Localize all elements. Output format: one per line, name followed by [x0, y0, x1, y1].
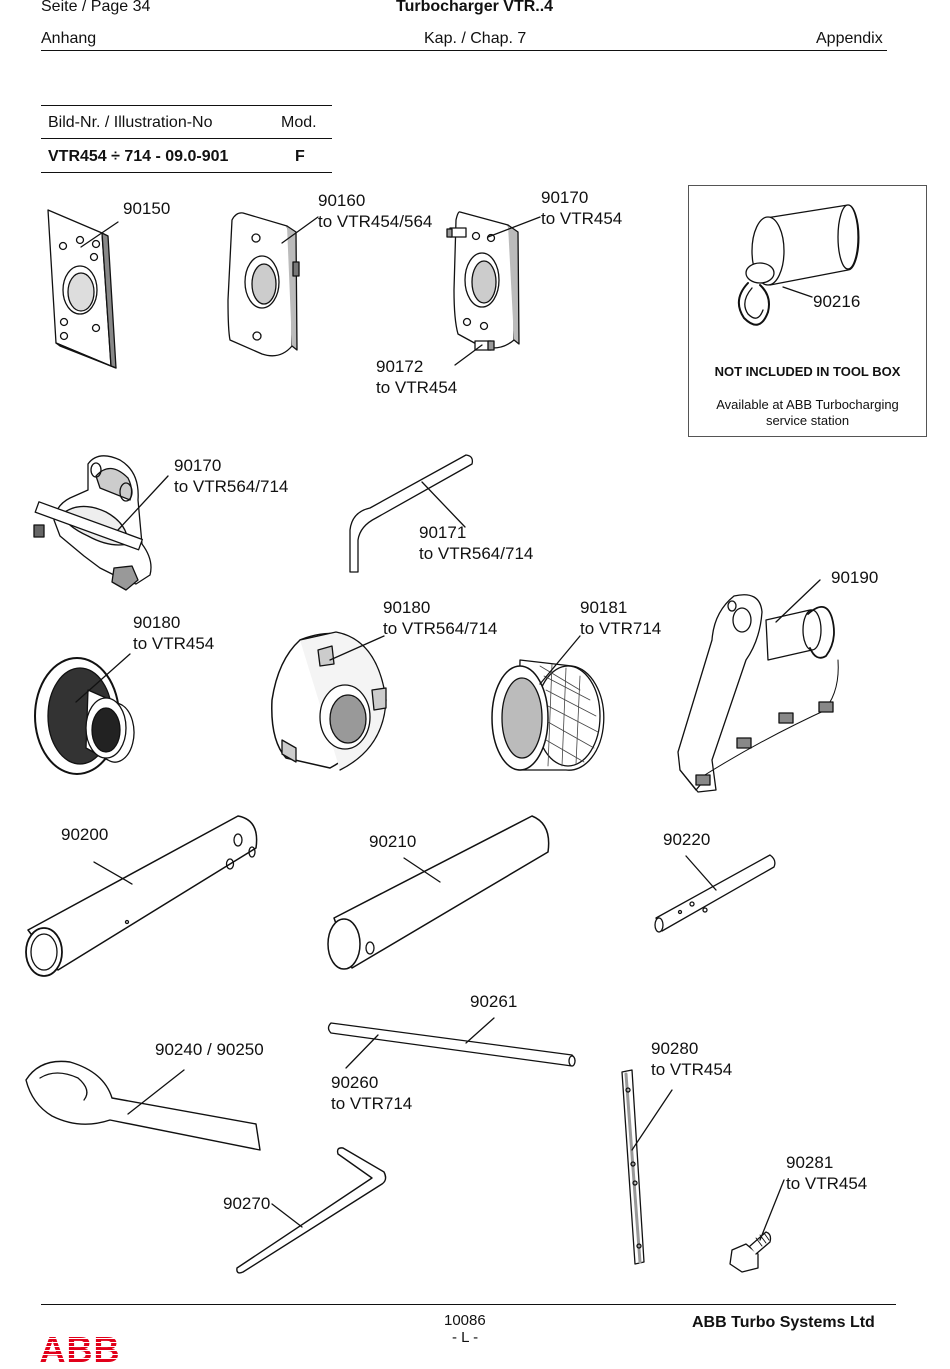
revision: - L -	[452, 1329, 479, 1346]
mod-header: Mod.	[281, 114, 317, 131]
part-applicability: to VTR454	[651, 1060, 733, 1079]
part-number: 90170	[174, 456, 222, 475]
part-90180-vtr564-drawing	[271, 631, 387, 771]
part-number: 90172	[376, 357, 424, 376]
part-applicability: to VTR714	[331, 1094, 413, 1113]
part-90270-drawing	[236, 1147, 387, 1274]
part-90200-drawing	[25, 815, 258, 977]
label-90200: 90200	[61, 825, 109, 844]
label-90261: 90261	[470, 992, 518, 1011]
header-left-label: Anhang	[41, 30, 97, 47]
table-top-rule	[41, 105, 332, 106]
part-90170-vtr454-drawing	[446, 211, 541, 366]
availability-line-2: service station	[765, 413, 850, 428]
part-90171-drawing	[349, 454, 474, 573]
not-included-box: NOT INCLUDED IN TOOL BOX Available at AB…	[688, 185, 927, 437]
part-90240-drawing	[25, 1060, 261, 1151]
part-number: 90171	[419, 523, 467, 542]
doc-number: 10086	[444, 1312, 486, 1329]
part-applicability: to VTR454	[376, 378, 458, 397]
document-title: Turbocharger VTR..4	[396, 0, 554, 15]
illustration-no-value: VTR454 ÷ 714 - 09.0-901	[48, 148, 229, 165]
part-90220-drawing	[654, 854, 776, 933]
abb-logo: ABB	[40, 1331, 120, 1365]
header-rule	[41, 50, 887, 51]
part-90170-vtr564-drawing	[33, 455, 169, 591]
part-90181-drawing	[491, 635, 605, 771]
part-90281-drawing	[729, 1179, 785, 1273]
label-90180-vtr454: 90180 to VTR454	[133, 612, 214, 654]
company-name: ABB Turbo Systems Ltd	[692, 1314, 875, 1331]
not-included-title: NOT INCLUDED IN TOOL BOX	[714, 364, 901, 379]
label-90260: 90260 to VTR714	[331, 1072, 412, 1114]
label-90190: 90190	[831, 568, 879, 587]
part-applicability: to VTR454	[786, 1174, 868, 1193]
part-applicability: to VTR454	[541, 209, 623, 228]
part-90261-drawing	[327, 1017, 576, 1069]
label-90270: 90270	[223, 1194, 271, 1213]
table-bottom-rule	[41, 172, 332, 173]
part-90210-drawing	[327, 815, 550, 970]
part-number: 90280	[651, 1039, 699, 1058]
availability-note: Available at ABB Turbocharging service s…	[689, 397, 926, 429]
part-90150-drawing	[47, 209, 119, 369]
availability-line-1: Available at ABB Turbocharging	[716, 397, 899, 412]
part-90160-drawing	[227, 212, 319, 357]
part-applicability: to VTR714	[580, 619, 662, 638]
part-number: 90160	[318, 191, 366, 210]
mod-value: F	[295, 148, 305, 165]
part-90190-drawing	[677, 579, 839, 793]
chapter-label: Kap. / Chap. 7	[424, 30, 527, 47]
page-number: Seite / Page 34	[41, 0, 151, 15]
part-number: 90170	[541, 188, 589, 207]
part-90180-vtr454-drawing	[34, 653, 135, 775]
part-number: 90180	[133, 613, 181, 632]
label-90160: 90160 to VTR454/564	[318, 190, 432, 232]
table-mid-rule	[41, 138, 332, 139]
label-90240-90250: 90240 / 90250	[155, 1040, 264, 1059]
illustration-no-header: Bild-Nr. / Illustration-No	[48, 114, 213, 131]
abb-logo-text: ABB	[40, 1331, 120, 1365]
label-90171: 90171 to VTR564/714	[419, 522, 533, 564]
label-90180-vtr564: 90180 to VTR564/714	[383, 597, 497, 639]
footer-rule	[41, 1304, 896, 1305]
part-number: 90181	[580, 598, 628, 617]
part-number: 90281	[786, 1153, 834, 1172]
label-90170-vtr454: 90170 to VTR454	[541, 187, 622, 229]
part-90216-drawing	[737, 204, 860, 326]
label-90170-vtr564: 90170 to VTR564/714	[174, 455, 288, 497]
label-90220: 90220	[663, 830, 711, 849]
label-90181: 90181 to VTR714	[580, 597, 661, 639]
header-right-label: Appendix	[816, 30, 883, 47]
part-applicability: to VTR454/564	[318, 212, 433, 231]
part-number: 90180	[383, 598, 431, 617]
label-90216: 90216	[813, 292, 861, 311]
label-90210: 90210	[369, 832, 417, 851]
part-90280-drawing	[621, 1069, 673, 1265]
part-applicability: to VTR564/714	[174, 477, 289, 496]
label-90281: 90281 to VTR454	[786, 1152, 867, 1194]
part-number: 90260	[331, 1073, 379, 1092]
part-applicability: to VTR564/714	[419, 544, 534, 563]
part-applicability: to VTR564/714	[383, 619, 498, 638]
label-90280: 90280 to VTR454	[651, 1038, 732, 1080]
label-90172: 90172 to VTR454	[376, 356, 457, 398]
part-applicability: to VTR454	[133, 634, 215, 653]
label-90150: 90150	[123, 199, 171, 218]
